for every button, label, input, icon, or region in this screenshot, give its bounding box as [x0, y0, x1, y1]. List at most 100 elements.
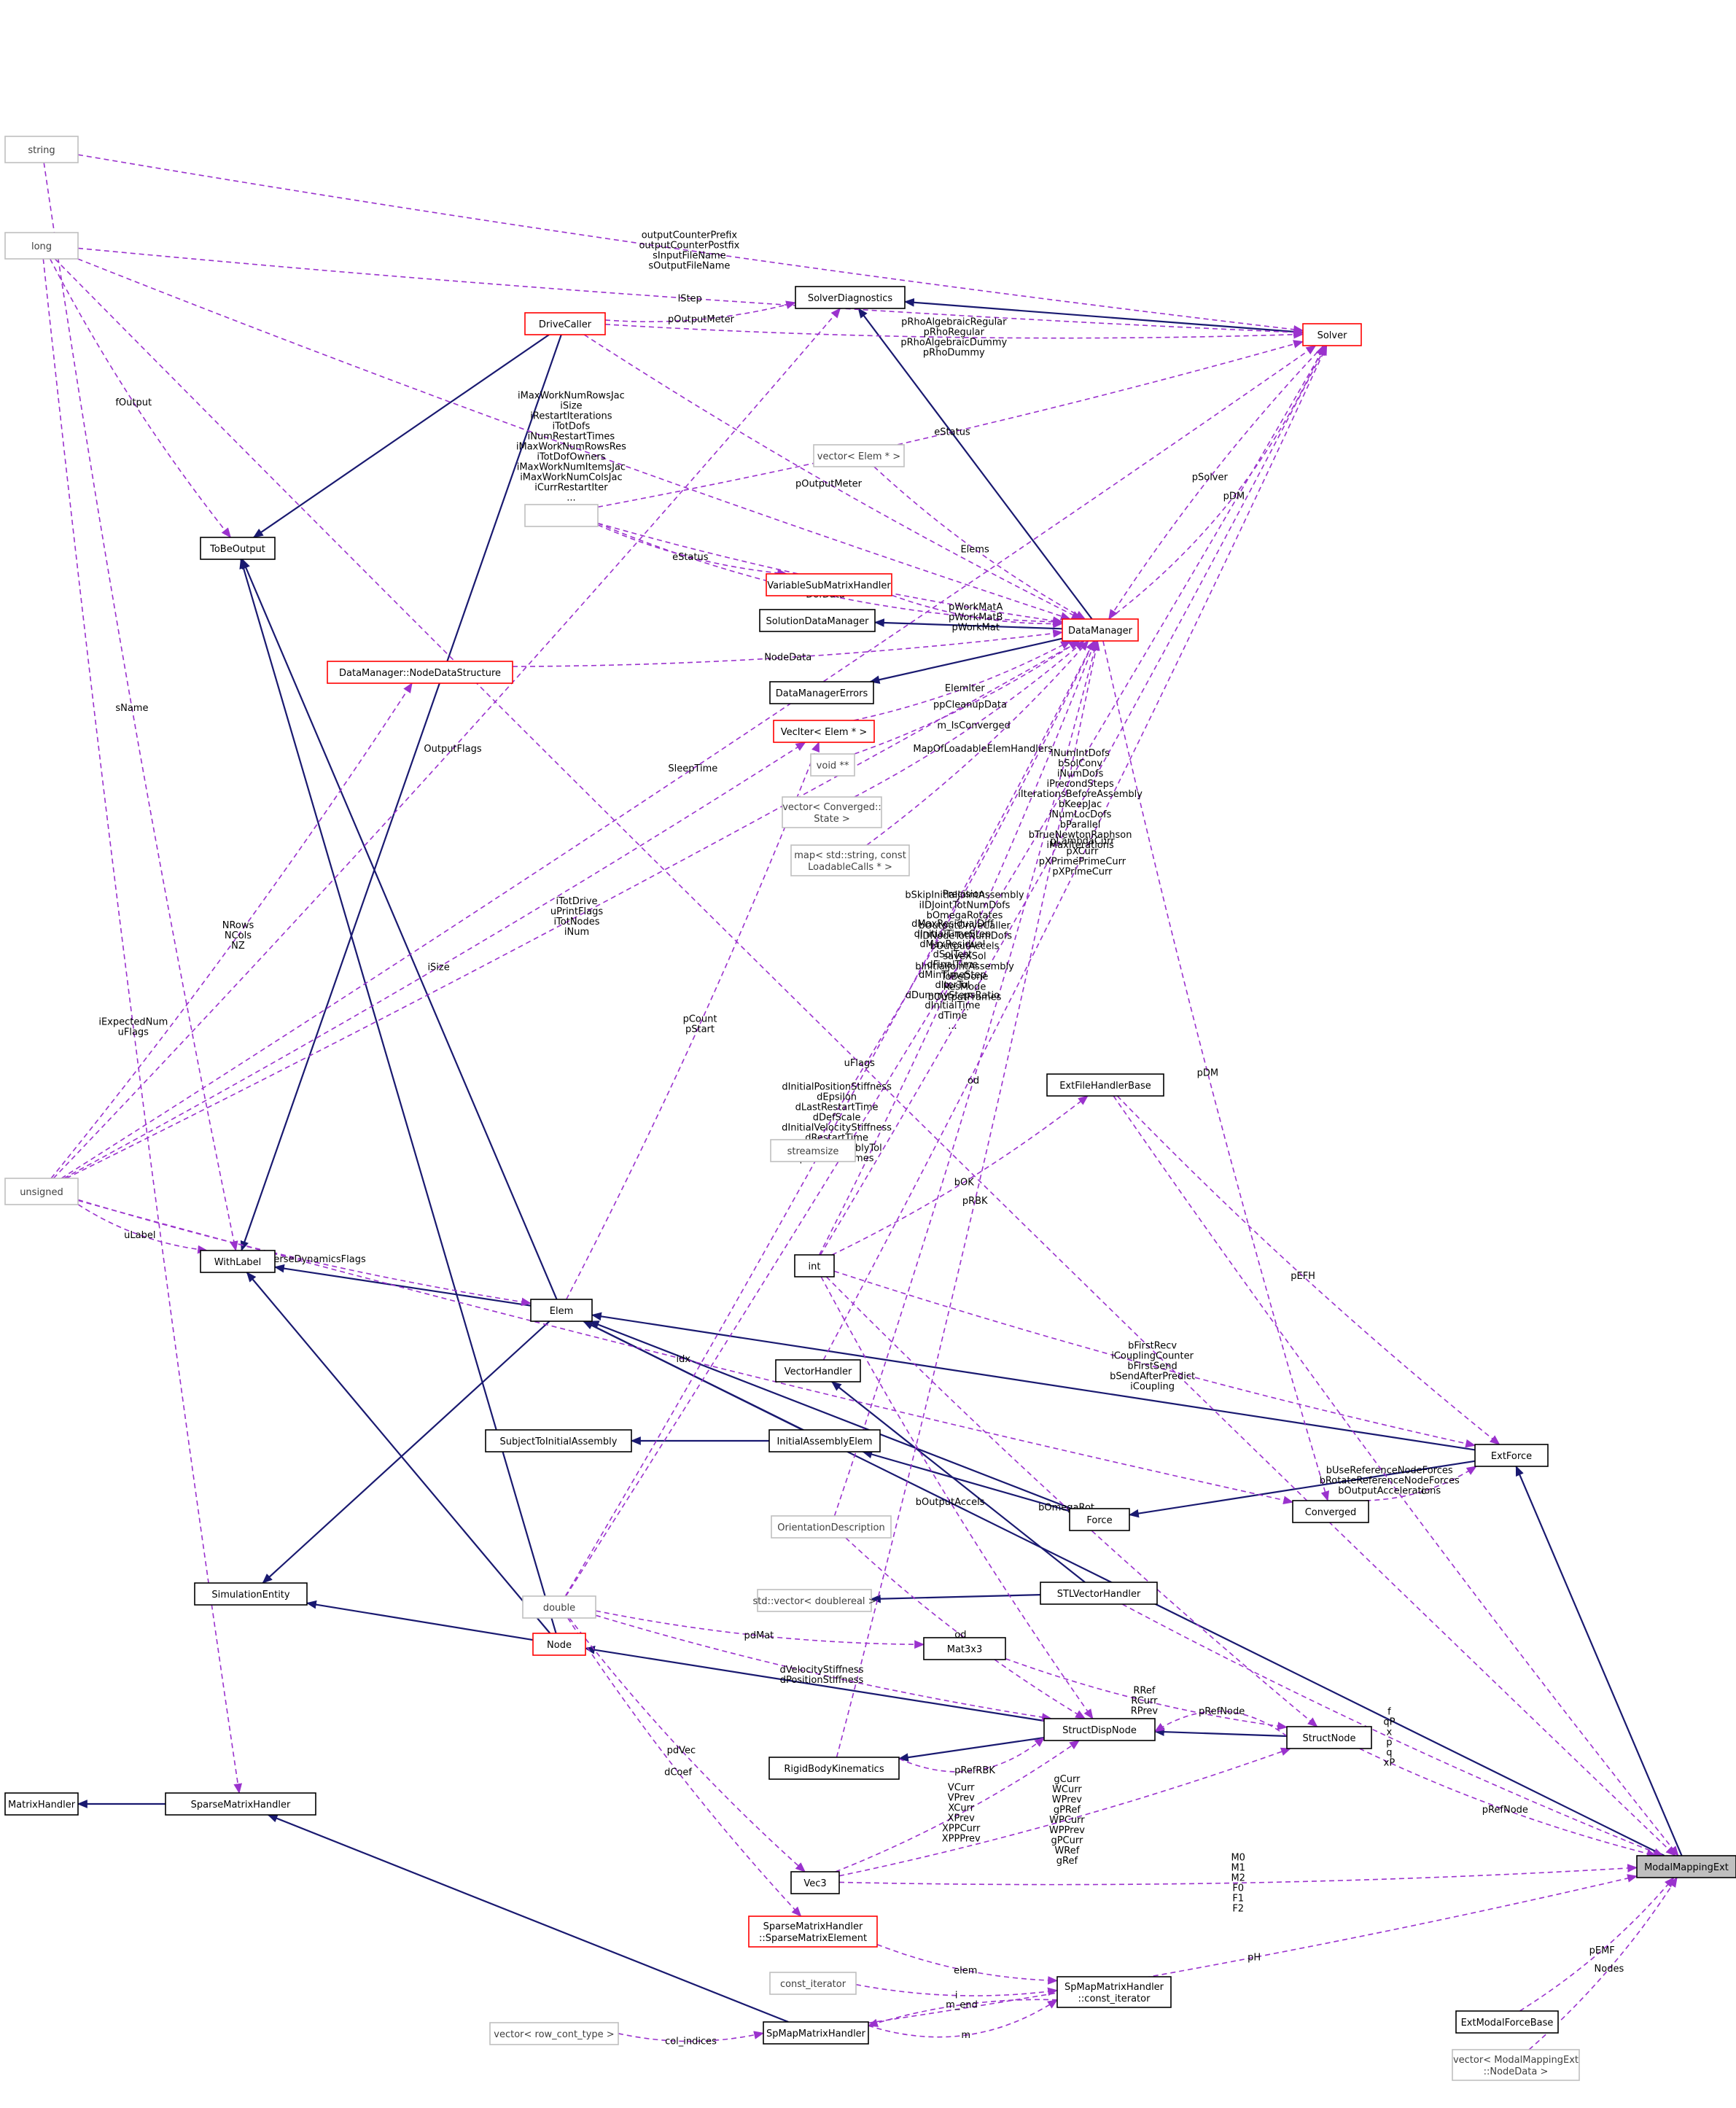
- class-node-drive-caller[interactable]: DriveCaller: [524, 312, 606, 335]
- class-label: OrientationDescription: [777, 1522, 884, 1533]
- class-node-mat3x3[interactable]: Mat3x3: [923, 1637, 1006, 1660]
- class-label: void **: [817, 761, 849, 771]
- class-node-sparse-matrix-element[interactable]: SparseMatrixHandler::SparseMatrixElement: [748, 1916, 878, 1948]
- member-name: M1: [1231, 1862, 1245, 1873]
- class-node-subject-to-initial-assembly[interactable]: SubjectToInitialAssembly: [485, 1429, 632, 1452]
- class-node-data-manager[interactable]: DataManager: [1062, 618, 1139, 642]
- edge-label-empty-type-variable-sub-matrix-handler: eStatus: [672, 552, 709, 563]
- member-name: od: [968, 1076, 979, 1086]
- class-box: [200, 1250, 276, 1273]
- class-node-sp-map-const-iterator[interactable]: SpMapMatrixHandler::const_iterator: [1056, 1976, 1172, 2008]
- class-node-orientation-description[interactable]: OrientationDescription: [771, 1515, 892, 1539]
- class-node-const-iterator[interactable]: const_iterator: [769, 1972, 857, 1995]
- class-node-solver[interactable]: Solver: [1302, 323, 1362, 346]
- member-name: elem: [954, 1965, 977, 1976]
- class-label: ::SparseMatrixElement: [759, 1933, 867, 1944]
- member-name: outputCounterPrefix: [642, 230, 738, 241]
- class-label: Converged: [1305, 1507, 1357, 1518]
- member-name: ...: [960, 1003, 969, 1014]
- class-box: [522, 1595, 596, 1619]
- class-node-vector-row-cont-type[interactable]: vector< row_cont_type >: [489, 2022, 619, 2045]
- class-node-ext-modal-force-base[interactable]: ExtModalForceBase: [1455, 2010, 1559, 2034]
- member-name: Nodes: [1595, 1964, 1624, 1975]
- class-node-initial-assembly-elem[interactable]: InitialAssemblyElem: [768, 1429, 881, 1452]
- class-node-int[interactable]: int: [794, 1254, 835, 1277]
- member-name: RRef: [1133, 1685, 1155, 1696]
- class-node-variable-sub-matrix-handler[interactable]: VariableSubMatrixHandler: [766, 573, 892, 596]
- class-node-vector-modal-mapping-node-data[interactable]: vector< ModalMappingExt::NodeData >: [1452, 2049, 1580, 2081]
- usage-edge-double-to-vec3: [569, 1617, 806, 1872]
- class-box: [200, 537, 276, 560]
- class-node-to-be-output[interactable]: ToBeOutput: [200, 537, 276, 560]
- member-name: bFirstSend: [1127, 1361, 1177, 1372]
- edge-label-orientation-description-data-manager: od: [968, 1076, 979, 1086]
- class-node-node[interactable]: Node: [532, 1633, 586, 1656]
- edge-label-drive-caller-solver: pRhoAlgebraicRegularpRhoRegularpRhoAlgeb…: [900, 317, 1007, 359]
- class-node-streamsize[interactable]: streamsize: [770, 1139, 856, 1162]
- class-box: [165, 1792, 316, 1816]
- class-node-empty-type[interactable]: [524, 504, 599, 527]
- class-node-elem[interactable]: Elem: [530, 1299, 593, 1322]
- class-node-vector-handler[interactable]: VectorHandler: [775, 1359, 861, 1382]
- class-node-solver-diagnostics[interactable]: SolverDiagnostics: [795, 286, 906, 309]
- class-node-converged[interactable]: Converged: [1292, 1500, 1369, 1523]
- class-node-long[interactable]: long: [4, 232, 79, 260]
- member-name: uPrintFlags: [550, 906, 603, 917]
- usage-edge-const-iterator-to-sp-map-const-iterator: [855, 1983, 1059, 1996]
- usage-edge-sparse-matrix-element-to-sp-map-const-iterator: [876, 1943, 1059, 1985]
- member-name: outputCounterPostfix: [639, 241, 739, 252]
- class-node-vector-elem-ptr[interactable]: vector< Elem * >: [813, 444, 905, 467]
- class-node-string[interactable]: string: [4, 136, 79, 163]
- member-name: dVelocityStiffness: [780, 1665, 864, 1676]
- member-name: Precision: [943, 889, 985, 900]
- usage-edge-double-to-struct-disp-node: [595, 1614, 1052, 1722]
- class-node-ext-file-handler-base[interactable]: ExtFileHandlerBase: [1046, 1073, 1164, 1097]
- edge-label-long-data-manager: iMaxWorkNumRowsJaciSizeiRestartIteration…: [516, 390, 626, 503]
- usage-edge-sp-map-matrix-handler-to-sp-map-const-iterator: [868, 1999, 1058, 2038]
- member-name: iCoupling: [1130, 1382, 1175, 1393]
- class-node-vector-converged-state[interactable]: vector< Converged::State >: [782, 796, 882, 828]
- edge-label-rigid-body-kinematics-struct-disp-node: pRefRBK: [954, 1765, 995, 1776]
- member-name: m_end: [946, 2000, 978, 2011]
- class-node-sp-map-matrix-handler[interactable]: SpMapMatrixHandler: [763, 2021, 869, 2045]
- class-node-ext-force[interactable]: ExtForce: [1474, 1444, 1549, 1467]
- usage-edge-drive-caller-to-solver-diagnostics: [604, 300, 797, 322]
- usage-edge-rigid-body-kinematics-to-data-manager: [836, 639, 1100, 1758]
- class-node-sparse-matrix-handler[interactable]: SparseMatrixHandler: [165, 1792, 316, 1816]
- class-node-stl-vector-handler[interactable]: STLVectorHandler: [1040, 1582, 1158, 1605]
- class-node-vec-iter-elem[interactable]: VecIter< Elem * >: [773, 720, 875, 743]
- class-node-struct-disp-node[interactable]: StructDispNode: [1043, 1718, 1156, 1741]
- class-box: [1040, 1582, 1158, 1605]
- member-name: iMaxWorkNumRowsJac: [518, 390, 625, 401]
- class-box: [4, 232, 79, 260]
- class-box: [1292, 1500, 1369, 1523]
- class-node-modal-mapping-ext[interactable]: ModalMappingExt: [1636, 1855, 1736, 1878]
- class-node-void-ptr-ptr[interactable]: void **: [810, 753, 855, 777]
- class-node-solution-data-manager[interactable]: SolutionDataManager: [759, 609, 876, 632]
- class-node-rigid-body-kinematics[interactable]: RigidBodyKinematics: [768, 1757, 900, 1780]
- class-node-force[interactable]: Force: [1069, 1508, 1130, 1531]
- member-name: c: [1421, 1486, 1426, 1497]
- class-node-data-manager-errors[interactable]: DataManagerErrors: [769, 681, 874, 704]
- class-node-vec3[interactable]: Vec3: [790, 1871, 840, 1894]
- member-name: dInitialTime: [925, 1000, 980, 1011]
- member-name: qP: [1383, 1717, 1395, 1728]
- member-name: p: [1386, 1738, 1392, 1749]
- member-name: gPCurr: [1051, 1835, 1083, 1846]
- class-node-struct-node[interactable]: StructNode: [1286, 1726, 1372, 1749]
- inheritance-edge-with-label-to-node: [246, 1272, 551, 1634]
- class-label: vector< row_cont_type >: [494, 2029, 614, 2040]
- class-node-with-label[interactable]: WithLabel: [200, 1250, 276, 1273]
- class-node-simulation-entity[interactable]: SimulationEntity: [194, 1582, 308, 1606]
- class-node-double[interactable]: double: [522, 1595, 596, 1619]
- class-node-unsigned[interactable]: unsigned: [4, 1178, 79, 1205]
- class-label: DataManager::NodeDataStructure: [339, 668, 501, 679]
- class-box: [770, 1139, 856, 1162]
- class-node-std-vector-doublereal[interactable]: std::vector< doublereal >: [752, 1589, 876, 1612]
- class-box: [795, 286, 906, 309]
- class-node-matrix-handler[interactable]: MatrixHandler: [4, 1792, 79, 1816]
- class-label: long: [31, 241, 52, 252]
- class-node-data-manager-node-data-structure[interactable]: DataManager::NodeDataStructure: [327, 661, 513, 684]
- member-name: ...: [948, 1021, 957, 1032]
